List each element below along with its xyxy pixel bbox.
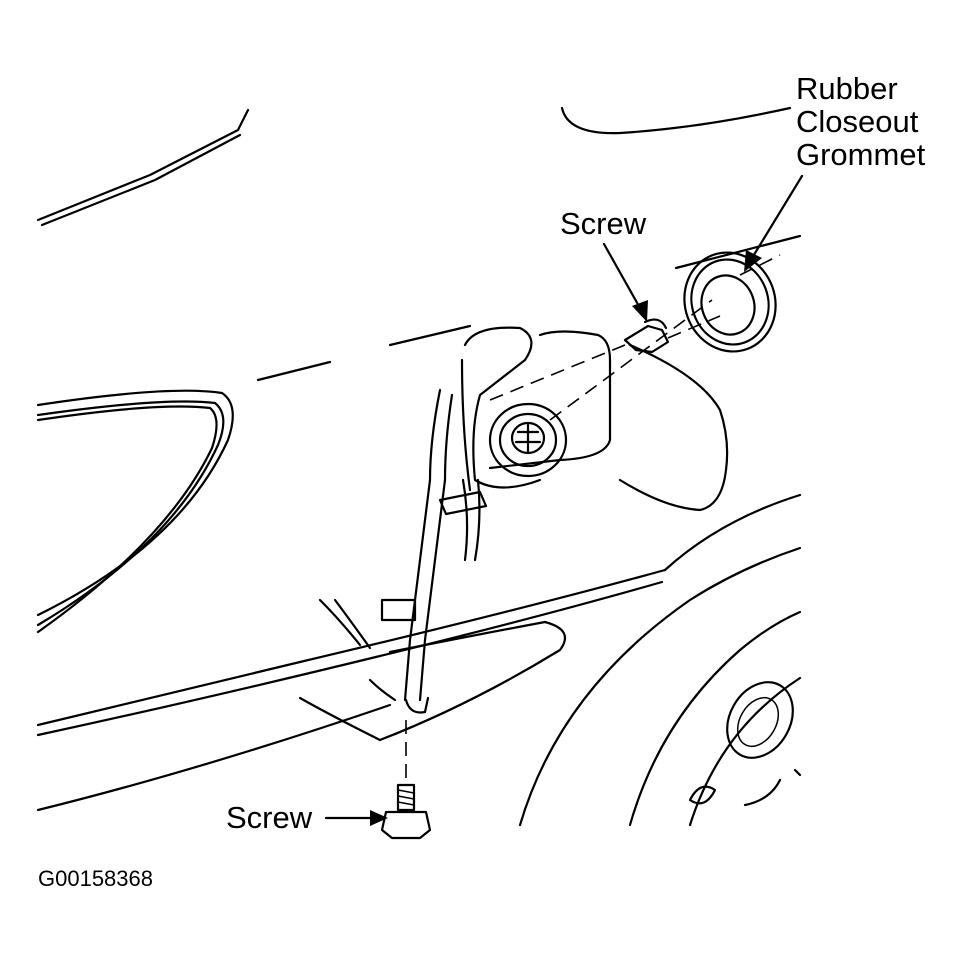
alignment-lines [405,254,781,780]
top-screw [623,318,670,354]
top-screw-label: Screw [560,206,647,241]
grommet-label-line2: Closeout [796,104,919,139]
vehicle-body-panel [36,106,802,827]
bottom-screw-label: Screw [226,800,313,835]
grommet-label-line1: Rubber [796,71,898,106]
leader-arrows [324,174,804,826]
rubber-closeout-grommet [683,251,777,353]
bottom-screw [380,783,432,840]
figure-id: G00158368 [38,866,153,891]
grommet-arrowhead [744,250,762,272]
top-screw-arrowhead [632,300,648,322]
bottom-screw-arrowhead [370,810,388,826]
grommet-label-line3: Grommet [796,137,926,172]
